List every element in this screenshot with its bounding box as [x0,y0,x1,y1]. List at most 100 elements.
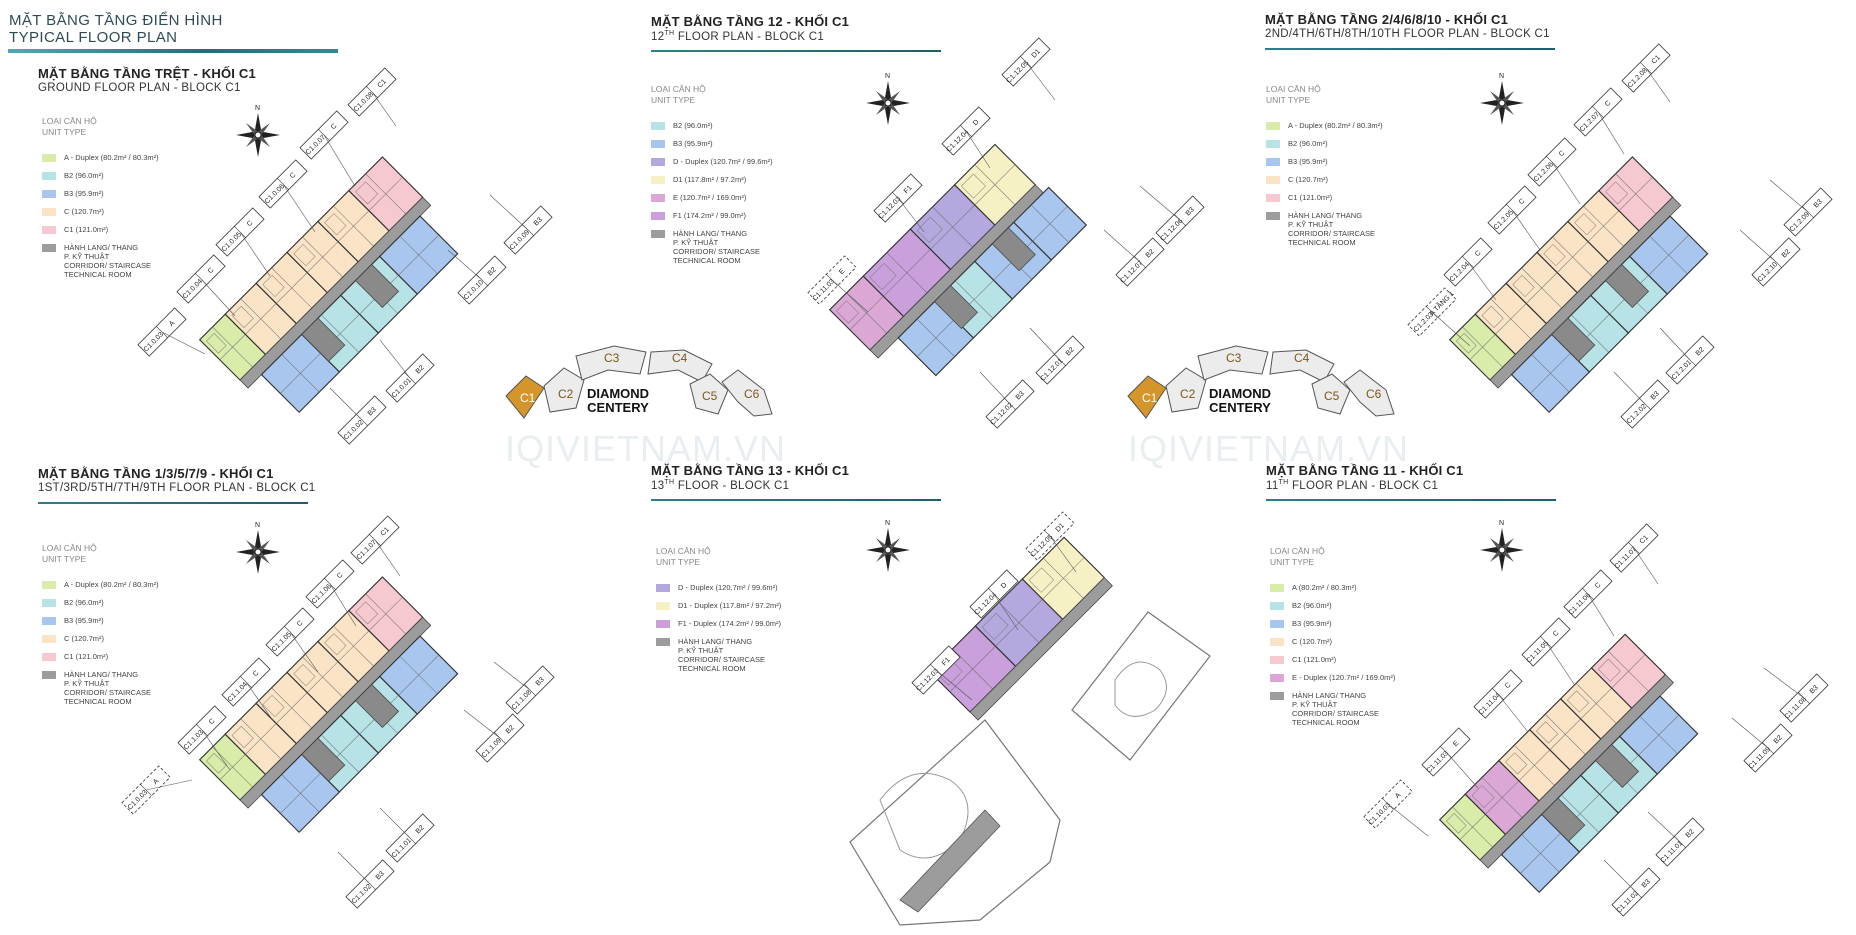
panel-title: MẶT BẰNG TẦNG 12 - KHỐI C1 [651,14,850,29]
room-outline [1446,813,1467,834]
legend-subtitle: UNIT TYPE [1270,557,1315,567]
legend-item: B2 (96.0m²) [1266,139,1426,148]
legend-subtitle: UNIT TYPE [42,127,87,137]
legend-label: HÀNH LANG/ THANG P. KỸ THUẬT CORRIDOR/ S… [64,670,151,706]
room-outline [916,216,943,243]
wall-line [1557,241,1589,273]
floor-plan [1438,633,1699,894]
unit-type: B3 [1185,206,1196,217]
wall-line [280,772,321,814]
legend-label: B3 (95.9m²) [64,616,104,625]
leader-line [1545,641,1575,685]
leader-line [935,669,973,701]
stair-core [1605,263,1650,308]
wall-line [1638,714,1680,756]
leader-line [245,681,275,723]
floor-plan [828,143,1088,377]
site-block [689,373,729,415]
leader-line [1103,229,1141,263]
leader-line [993,593,1019,631]
legend-label: B2 (96.0m²) [64,598,104,607]
room-outline [355,181,379,205]
legend-swatch [1270,620,1284,628]
legend-swatch [42,244,56,252]
legend-label: B2 (96.0m²) [1292,601,1332,610]
legend-label: D - Duplex (120.7m² / 99.6m²) [678,583,778,592]
legend-item: F1 - Duplex (174.2m² / 99.0m²) [656,619,816,628]
legend-item: C (120.7m²) [42,207,202,216]
unit-type: D [972,119,981,128]
leader-line [145,779,193,791]
legend-swatch [1270,656,1284,664]
legend-swatch [656,638,670,646]
leader-line [1029,327,1061,361]
legend-label: B2 (96.0m²) [64,171,104,180]
stair-core [933,284,979,330]
legend-label: A - Duplex (80.2m² / 80.3m²) [64,153,159,162]
wall-line [1549,718,1581,751]
leader-line [371,91,397,127]
leader-line [323,134,356,187]
legend-item: A - Duplex (80.2m² / 80.3m²) [1266,121,1426,130]
leader-line [979,371,1011,405]
legend-swatch [651,176,665,184]
north-compass-icon: N [1480,520,1524,572]
leader-line [329,583,357,627]
panel-title: MẶT BẰNG TẦNG TRỆT - KHỐI C1 [38,66,256,81]
panel-divider [1265,48,1555,50]
wall-line [1032,206,1068,242]
compass-north-label: N [255,522,260,529]
legend-title: LOẠI CĂN HỘ [656,546,711,556]
unit-type: C [1504,682,1513,691]
leader-line [379,807,411,839]
leader-line [374,539,401,577]
leader-line [329,387,363,421]
leader-line [1025,61,1056,101]
compass-center [1498,99,1506,107]
stair-core [1541,797,1586,842]
unit-type: C [1552,630,1561,639]
site-block-label: C6 [1366,387,1382,401]
unit-type: B2 [1695,346,1706,357]
stair-core [355,683,400,728]
unit-type: F1 [941,656,952,667]
panel-divider [651,50,941,52]
legend-item: B3 (95.9m²) [1270,619,1430,628]
north-compass-icon: N [866,520,910,572]
legend-swatch [651,194,665,202]
compass-north-label: N [1499,520,1504,527]
unit-type: C [1518,198,1527,207]
leader-line [965,130,991,169]
north-compass-icon: N [236,105,280,157]
legend-label: D - Duplex (120.7m² / 99.6m²) [673,157,773,166]
unit-type: B2 [1685,828,1696,839]
unit-type: C1 [377,78,388,89]
leader-line [447,249,483,281]
compass-center [884,99,892,107]
site-block [575,345,647,381]
leader-line [1763,667,1805,699]
room-outline [206,753,227,774]
legend-item: E - Duplex (120.7m² / 169.0m²) [1270,673,1430,682]
legend-item: B2 (96.0m²) [42,171,202,180]
leader-line [1613,371,1646,405]
leader-line [1139,185,1181,221]
leader-line [1739,229,1777,263]
site-name: DIAMOND [1209,386,1271,401]
rooftop-outline [849,611,1211,926]
legend-label: HÀNH LANG/ THANG P. KỸ THUẬT CORRIDOR/ S… [1292,691,1379,727]
legend-label: C1 (121.0m²) [64,225,109,234]
wall-line [1469,334,1496,361]
walkway [899,809,1001,913]
compass-north-label: N [255,105,260,112]
unit-type: B2 [1781,248,1792,259]
legend-label: B3 (95.9m²) [1288,157,1328,166]
wall-line [337,630,370,662]
watermark: IQIVIETNAM.VN [505,428,787,469]
